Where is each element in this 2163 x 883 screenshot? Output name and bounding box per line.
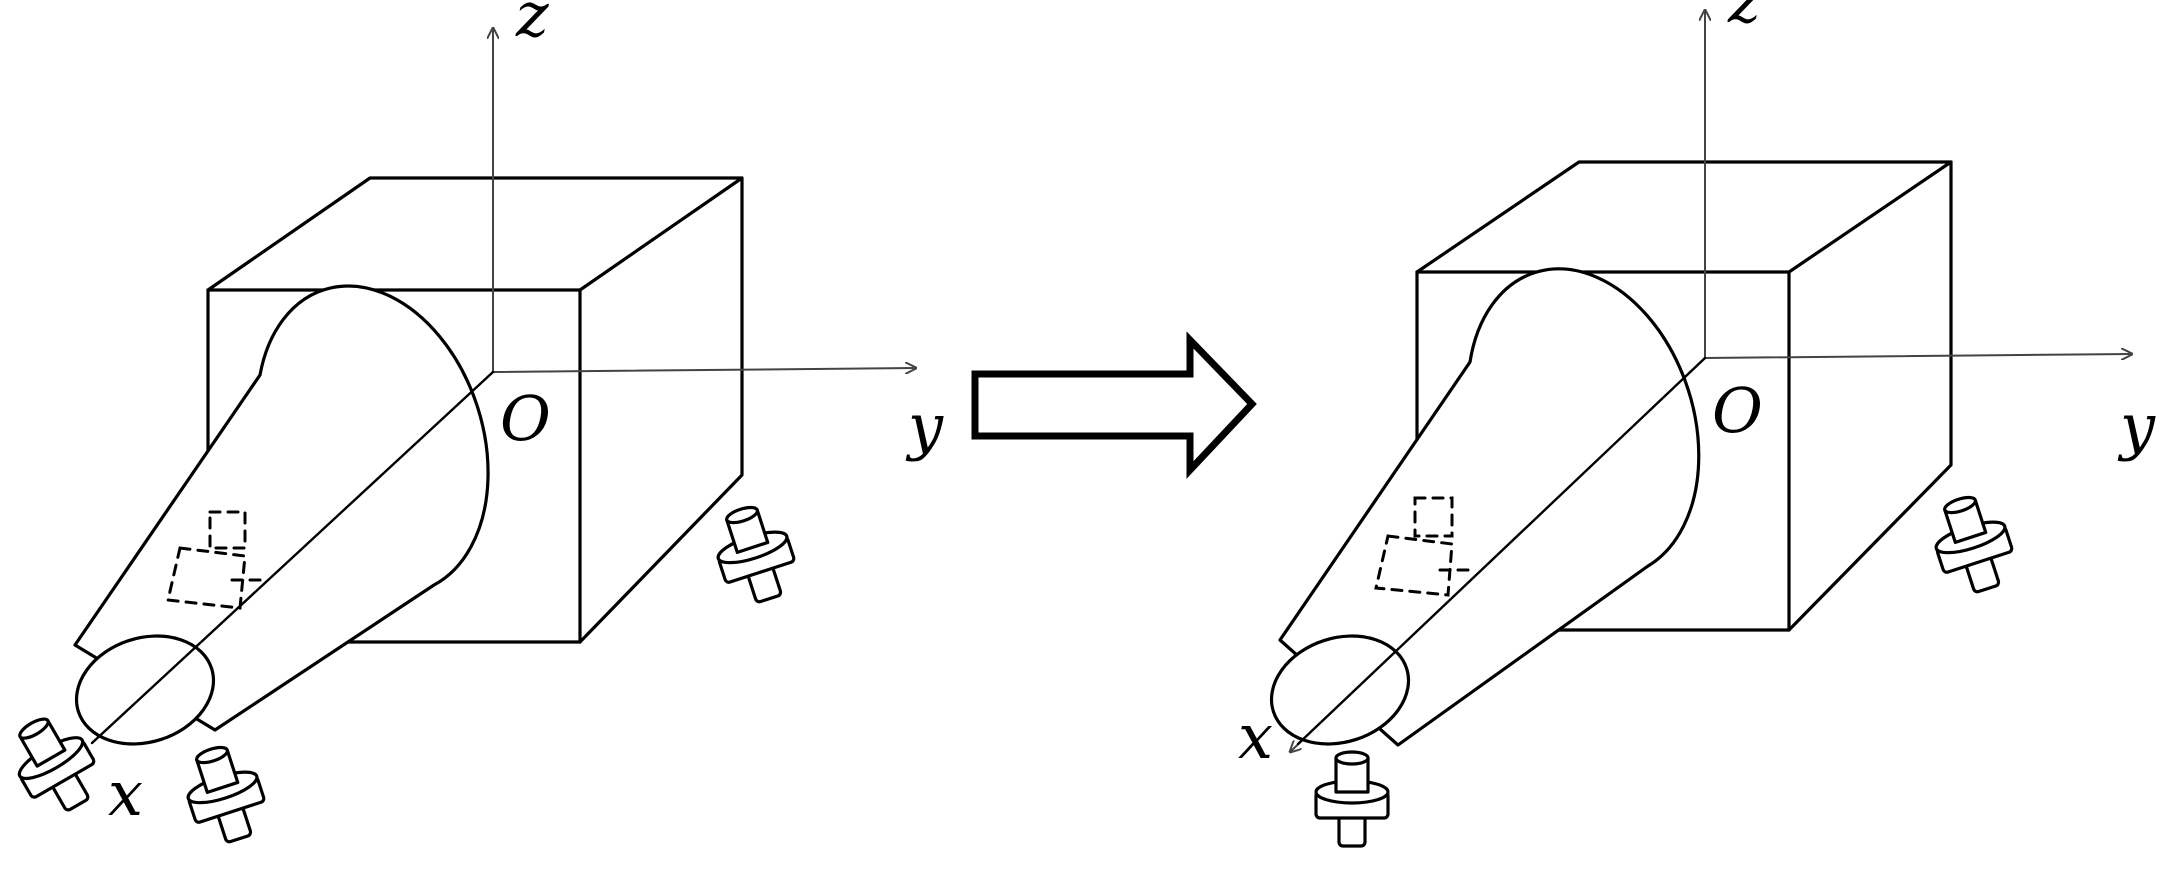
right-horn	[1269, 267, 1707, 747]
right-origin-label: O	[1712, 374, 1763, 447]
right-arrow-icon	[971, 331, 1257, 479]
right-y-label: y	[2117, 390, 2156, 463]
left-x-label: x	[108, 757, 143, 830]
left-hidden-part	[166, 510, 264, 610]
right-y-axis	[1704, 354, 2132, 358]
left-y-label: y	[905, 390, 944, 463]
right-bearing-bottom	[1314, 750, 1390, 848]
left-bearing-right	[704, 496, 806, 612]
right-panel: z y x O	[1238, 0, 2156, 848]
right-hidden-part	[1374, 496, 1472, 597]
left-bearing-bottom	[174, 736, 276, 852]
right-z-label: z	[1727, 0, 1761, 37]
left-z-label: z	[515, 0, 549, 51]
left-panel: z y x O	[0, 0, 944, 852]
left-horn	[73, 284, 495, 746]
right-bearing-right	[1922, 486, 2024, 602]
right-x-label: x	[1238, 700, 1273, 773]
left-y-axis	[492, 368, 916, 372]
left-origin-label: O	[500, 382, 551, 455]
